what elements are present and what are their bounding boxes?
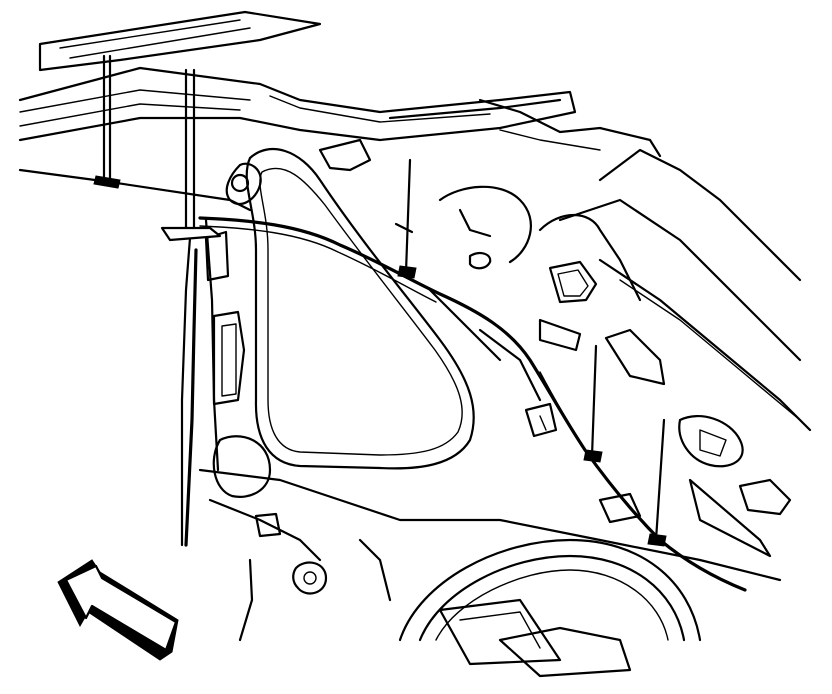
inner-quarter-panel xyxy=(318,138,812,558)
quarter-window-opening xyxy=(245,148,475,470)
retainer-clips xyxy=(93,54,667,547)
roof-rail xyxy=(18,10,662,158)
c-pillar-left xyxy=(18,162,262,547)
wheelhouse-lower-body xyxy=(198,435,782,678)
front-direction-arrow xyxy=(57,559,179,661)
